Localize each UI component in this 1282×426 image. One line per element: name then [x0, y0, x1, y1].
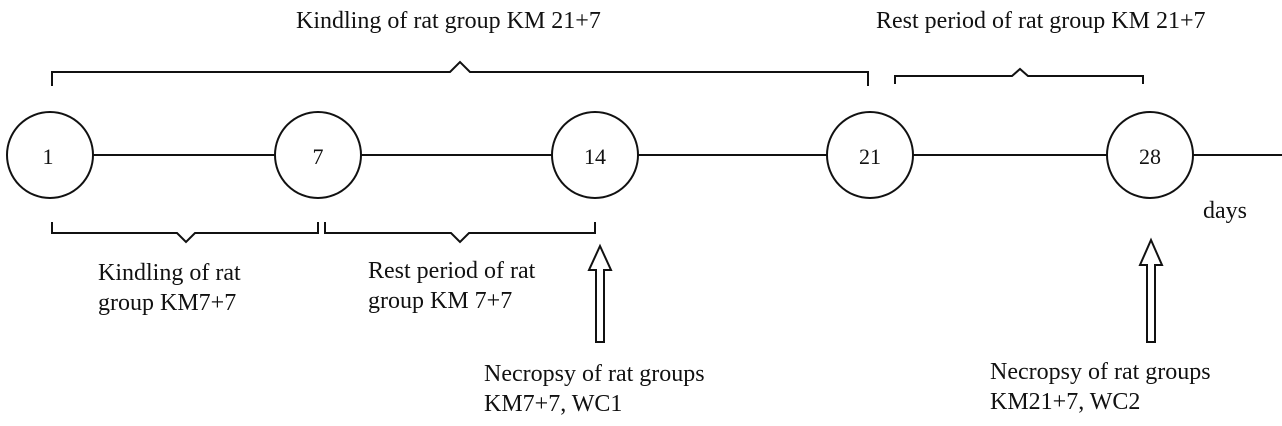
brace-kindling-km21 [51, 60, 869, 86]
necropsy-arrow-1 [587, 243, 613, 343]
day-circle-7 [274, 111, 362, 199]
title-rest-km21: Rest period of rat group KM 21+7 [876, 8, 1206, 34]
necropsy-arrow-2 [1138, 237, 1164, 343]
day-circle-1 [6, 111, 94, 199]
day-label-28: 28 [1139, 144, 1161, 169]
day-circle-28 [1106, 111, 1194, 199]
axis-label-days: days [1203, 198, 1247, 224]
day-label-7: 7 [312, 144, 324, 169]
day-circle-21 [826, 111, 914, 199]
day-circle-14 [551, 111, 639, 199]
day-label-21: 21 [859, 144, 881, 169]
day-label-1: 1 [42, 144, 54, 169]
brace-rest-km7 [324, 222, 596, 244]
day-label-14: 14 [584, 144, 606, 169]
title-kindling-km21: Kindling of rat group KM 21+7 [296, 8, 601, 34]
brace-rest-km21 [894, 67, 1144, 84]
brace-kindling-km7 [51, 222, 319, 244]
